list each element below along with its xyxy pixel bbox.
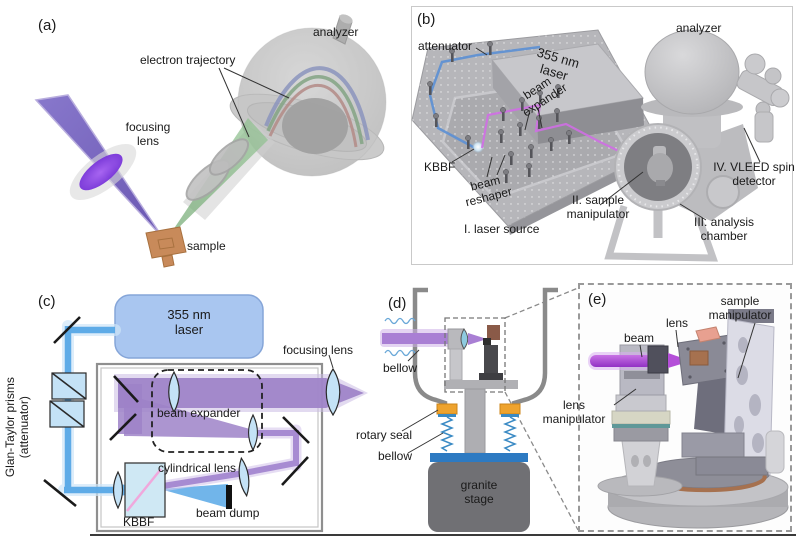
panel-d-drawing <box>380 287 578 532</box>
cylindrical-lens-shape <box>238 456 250 498</box>
panel-c-drawing <box>43 294 368 533</box>
kbbf-label-c: KBBF <box>123 515 155 529</box>
analyzer-dome <box>644 29 740 115</box>
electron-trajectory-label: electron trajectory <box>140 53 236 67</box>
granite-stage-label: granite stage <box>460 478 498 507</box>
beam-dump-label: beam dump <box>196 506 260 520</box>
analysis-chamber-label: III. analysis chamber <box>693 215 755 244</box>
incoming-beam <box>380 317 450 357</box>
sample-manipulator-tower <box>681 309 785 476</box>
panel-d-tag: (d) <box>388 295 407 312</box>
bellow-top-label: bellow <box>383 361 418 375</box>
panel-c-tag: (c) <box>38 293 56 310</box>
laser-box-label-c: 355 nm laser <box>167 307 211 338</box>
support-column <box>464 388 486 454</box>
kbbf-crystal-glow <box>472 141 484 153</box>
laser-beam <box>34 94 164 239</box>
sample-manipulator-label-e: sample manipulator <box>708 294 772 323</box>
lens-label: lens <box>666 316 689 330</box>
sample-manipulator-label-b: II. sample manipulator <box>566 193 630 222</box>
electron-lens-tube <box>167 118 275 239</box>
pointer-lines <box>451 47 761 221</box>
laser-head-box <box>491 43 644 144</box>
bellow-squiggle-top <box>384 317 416 325</box>
panel-e-tag: (e) <box>588 291 607 308</box>
vacuum-chamber-wall <box>412 287 558 411</box>
glan-taylor-prisms <box>49 372 87 428</box>
stage-plate <box>430 453 528 462</box>
analyzer-nozzle <box>332 14 353 45</box>
sample-block <box>487 325 500 340</box>
vleed-spin-detector <box>736 53 790 143</box>
analyzer-label-a: analyzer <box>313 25 359 39</box>
focusing-lens-label-c: focusing lens <box>283 343 354 357</box>
uv-beam-path <box>428 45 541 150</box>
lenses <box>112 367 341 510</box>
electron-trajectory-arcs <box>264 66 370 148</box>
focusing-lens-label-a: focusing lens <box>125 120 171 149</box>
mirrors <box>43 316 310 508</box>
panel-a-tag: (a) <box>38 17 57 34</box>
bellow-squiggle-bottom <box>384 349 416 357</box>
cylindrical-lens-label: cylindrical lens <box>158 461 237 475</box>
laser-source-label: I. laser source <box>464 222 540 236</box>
panel-a-drawing <box>34 14 387 268</box>
pointer-line <box>328 354 334 369</box>
beam-expander-label-c: beam expander <box>157 406 241 420</box>
rotary-seal-label: rotary seal <box>356 428 413 442</box>
beam-dump-bar <box>226 485 232 509</box>
lens-block <box>647 345 669 374</box>
beam-expander-outline <box>151 369 263 453</box>
panel-b-border <box>411 6 793 265</box>
panel-b-tag: (b) <box>417 11 436 28</box>
pointer-lines <box>218 67 290 138</box>
lens-manipulator-label: lens manipulator <box>542 398 606 427</box>
pointer-lines <box>401 349 444 454</box>
glan-taylor-label: Glan-Taylor prisms (attenuator) <box>2 377 31 478</box>
sample-label: sample <box>187 239 226 253</box>
granite-stage-block <box>428 462 530 532</box>
in-vacuum-lens <box>460 328 469 350</box>
bellow-bottom-label: bellow <box>378 449 413 463</box>
rotary-seals <box>436 403 521 417</box>
panel-e-drawing <box>588 309 789 529</box>
panel-b-drawing <box>411 29 790 262</box>
in-vacuum-optics <box>444 325 518 389</box>
kbbf-label-b: KBBF <box>424 160 456 174</box>
kbbf-crystal <box>124 462 166 518</box>
figure-bottom-rule <box>90 534 796 536</box>
deep-uv-beam-path <box>480 103 651 167</box>
attenuator-label: attenuator <box>418 39 473 53</box>
focusing-lens-shape <box>325 367 341 417</box>
vleed-label: IV. VLEED spin detector <box>713 160 795 189</box>
analyzer-label-b: analyzer <box>676 21 722 35</box>
vacuum-bellows <box>439 416 518 452</box>
optic-posts <box>427 41 572 183</box>
sample-holder <box>145 226 187 268</box>
analyzer-hemisphere <box>229 14 387 177</box>
analysis-chamber-assembly <box>604 29 790 262</box>
chamber-viewport <box>614 123 702 211</box>
uv-beam <box>58 320 228 508</box>
beam-label: beam <box>624 331 655 345</box>
pointer-lines <box>613 322 756 406</box>
